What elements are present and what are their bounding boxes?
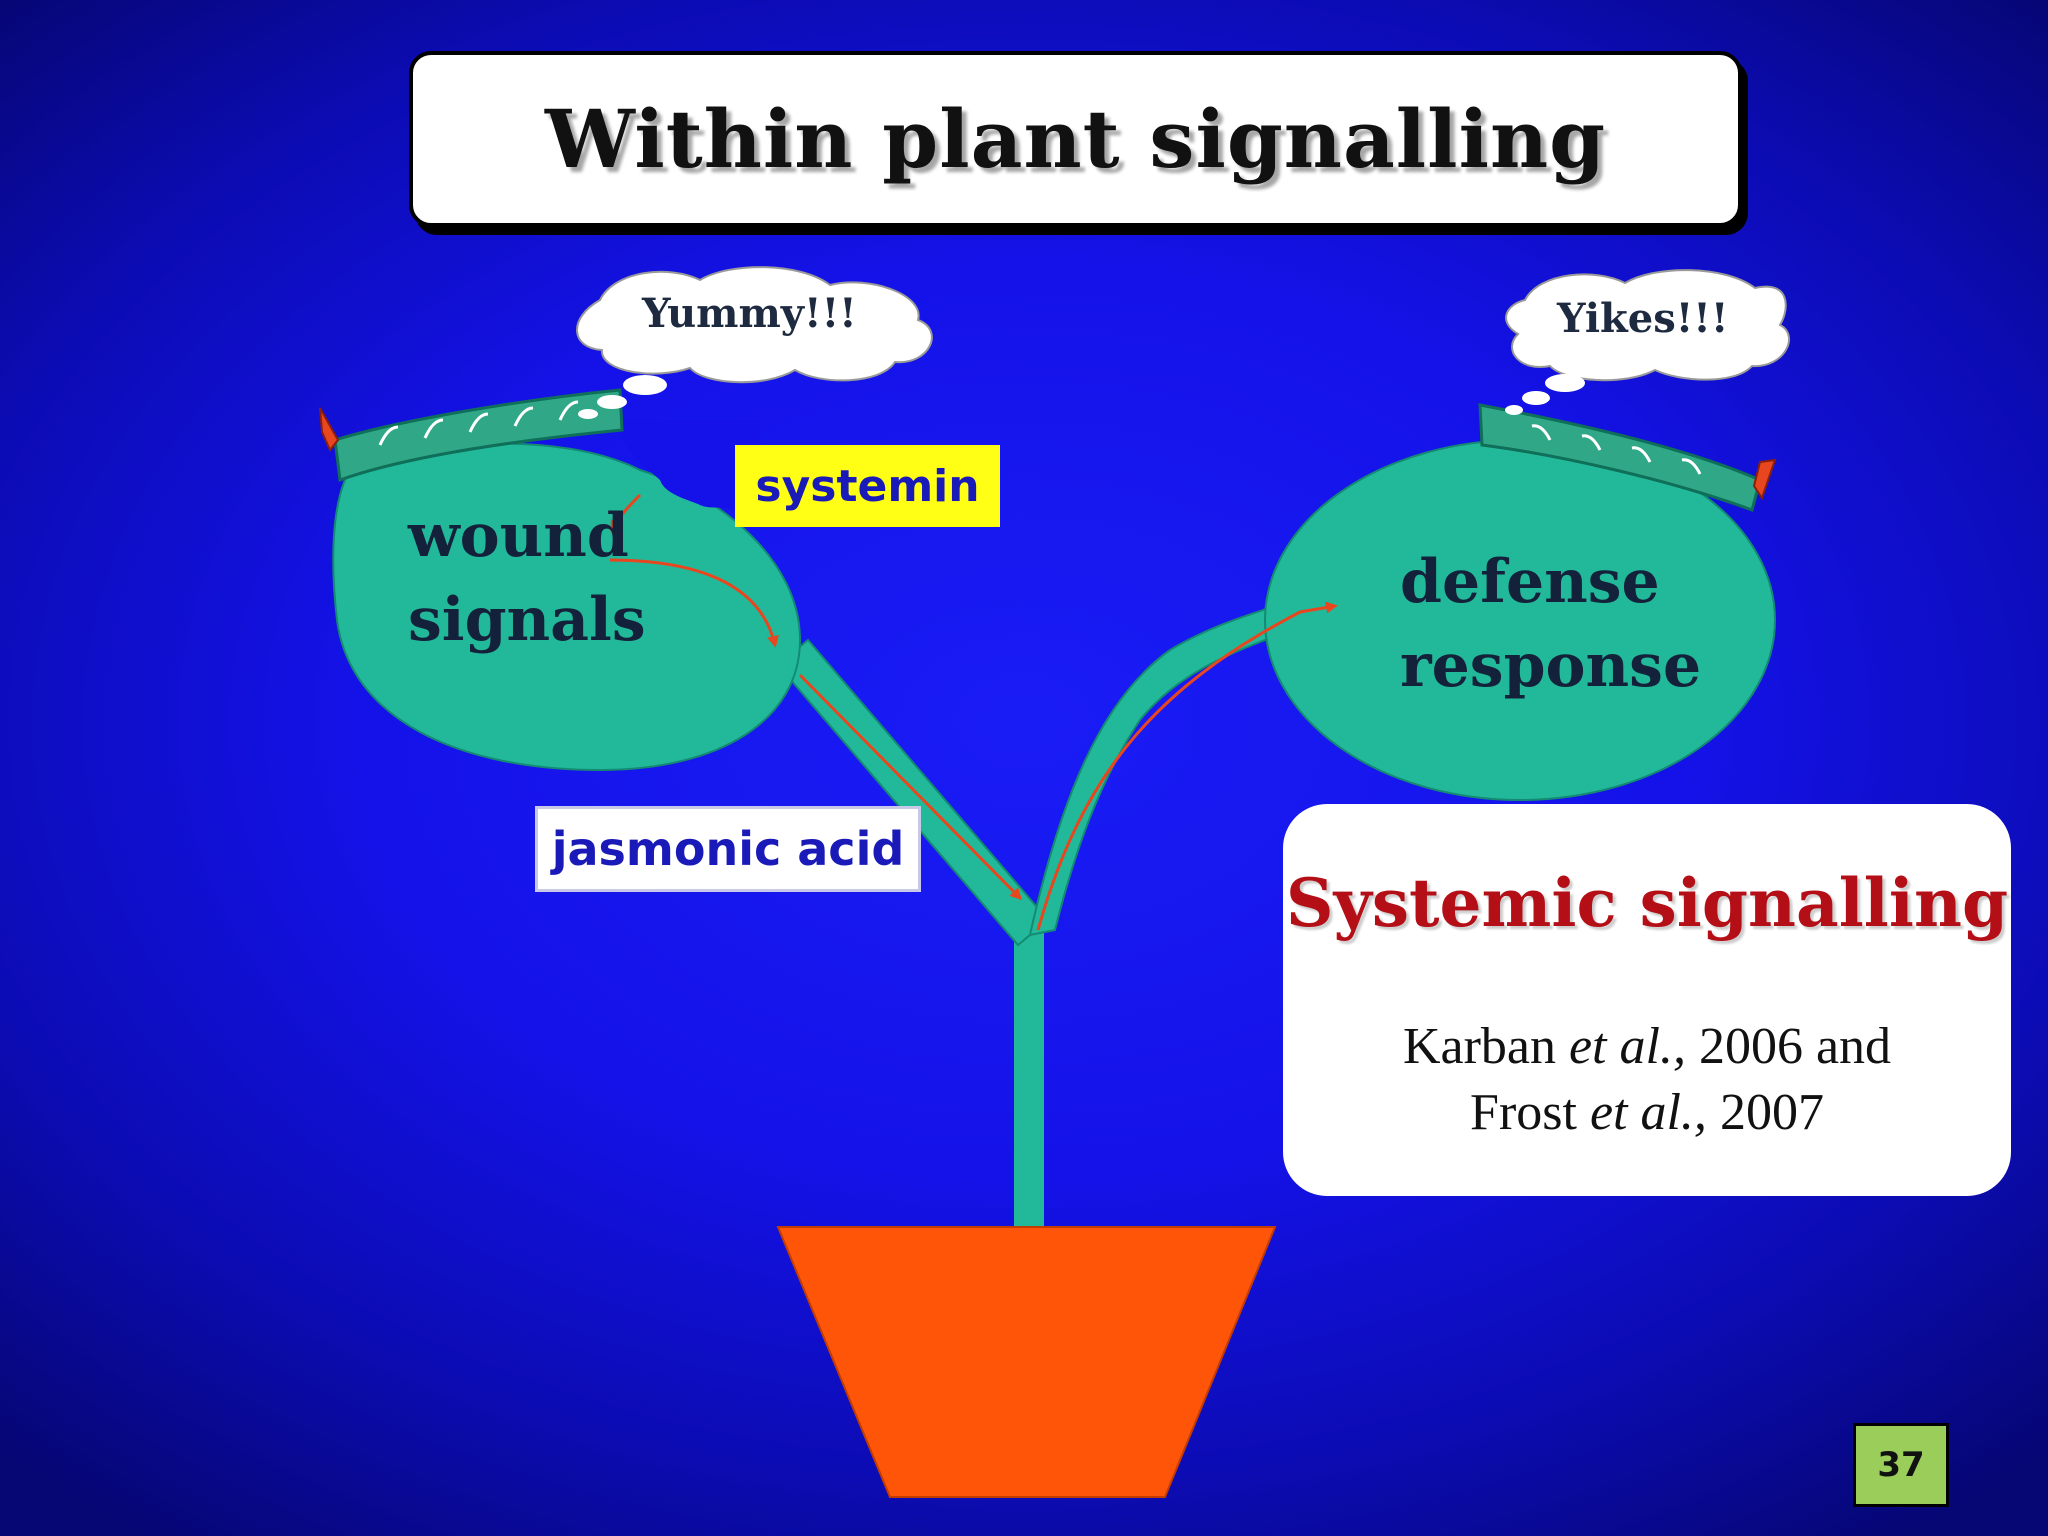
systemic-signalling-box: Systemic signalling Karban et al., 2006 … (1283, 804, 2011, 1196)
citation-2-author: Frost (1470, 1084, 1590, 1141)
arrow-down-branch (798, 673, 1023, 901)
slide-title: Within plant signalling (544, 92, 1607, 186)
jasmonic-acid-label: jasmonic acid (535, 806, 921, 892)
defense-line-1: defense (1400, 547, 1660, 617)
citation-1-year: 2006 and (1685, 1018, 1892, 1075)
defense-line-2: response (1400, 631, 1702, 701)
right-branch (1028, 602, 1280, 937)
flower-pot (776, 1226, 1277, 1498)
citation-2-year: 2007 (1706, 1084, 1824, 1141)
systemin-label: systemin (735, 445, 1000, 527)
arrow-bite-to-wound (610, 493, 642, 533)
title-box: Within plant signalling (409, 51, 1742, 227)
wound-line-1: wound (408, 501, 629, 571)
bite-notch (620, 420, 760, 512)
left-branch (776, 638, 1050, 947)
thought-text-yikes: Yikes!!! (1557, 295, 1729, 342)
citation-1-etal: et al., (1568, 1018, 1686, 1075)
left-caterpillar (319, 388, 624, 483)
defense-response-label: defense response (1400, 540, 1701, 708)
citation-2-etal: et al., (1589, 1084, 1707, 1141)
citation-line-2: Frost et al., 2007 (1403, 1080, 1891, 1146)
thought-text-yummy: Yummy!!! (642, 290, 857, 337)
systemic-title: Systemic signalling (1285, 864, 2009, 942)
wound-signals-label: wound signals (408, 494, 646, 662)
arrow-up-branch (1036, 601, 1338, 931)
left-leaf (332, 442, 802, 772)
right-caterpillar (1478, 403, 1777, 512)
wound-line-2: signals (408, 585, 646, 655)
citation-1-author: Karban (1402, 1018, 1569, 1075)
thought-bubble-right (1505, 269, 1791, 415)
main-stem (1014, 915, 1044, 1227)
arrow-wound-curve (609, 558, 779, 648)
thought-bubble-left (576, 266, 933, 419)
citation: Karban et al., 2006 and Frost et al., 20… (1403, 1014, 1891, 1146)
slide-number: 37 (1853, 1423, 1949, 1507)
citation-line-1: Karban et al., 2006 and (1403, 1014, 1891, 1080)
